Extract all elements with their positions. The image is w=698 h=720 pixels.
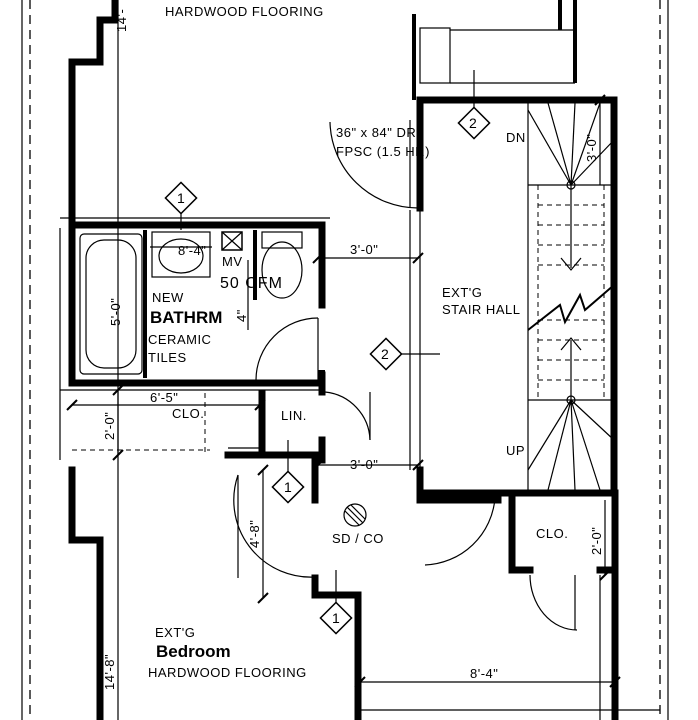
smoke-detector-icon xyxy=(343,503,367,527)
stair-width-dimension: 3'-0" xyxy=(584,134,599,162)
tag-2-hall: 2 xyxy=(381,346,389,362)
bedroom-width-dimension: 8'-4" xyxy=(470,666,498,681)
dimension-lines xyxy=(66,94,621,688)
tub-dimension: 5'-0" xyxy=(108,298,123,326)
tag-2-top: 2 xyxy=(469,115,477,131)
door-offset-dimension: 4'-8" xyxy=(247,520,262,548)
bath-name: BATHRM xyxy=(150,308,222,327)
door-spec-line-2: FPSC (1.5 HR) xyxy=(336,144,430,159)
tag-1-linen: 1 xyxy=(284,479,292,495)
bedroom-name: Bedroom xyxy=(156,642,231,661)
fire-door xyxy=(329,120,419,209)
right-closet-label: CLO. xyxy=(536,526,568,541)
outer-boundary xyxy=(21,0,669,720)
closet-depth-dimension: 2'-0" xyxy=(102,412,117,440)
hall-dimension-upper: 3'-0" xyxy=(350,242,378,257)
right-closet-dimension: 2'-0" xyxy=(589,527,604,555)
bedroom-flooring: HARDWOOD FLOORING xyxy=(148,665,307,680)
closet-width-dimension: 6'-5" xyxy=(150,390,178,405)
smoke-detector-label: SD / CO xyxy=(332,531,384,546)
right-closet xyxy=(360,496,660,720)
bedroom-existing-label: EXT'G xyxy=(155,625,195,640)
section-tags xyxy=(164,70,491,635)
hall-dimension-lower: 3'-0" xyxy=(350,457,378,472)
top-room-walls xyxy=(412,0,618,104)
tag-1-bedroom: 1 xyxy=(332,610,340,626)
bath-finish-line-2: TILES xyxy=(148,350,187,365)
door-spec-line-1: 36" x 84" DR xyxy=(336,125,416,140)
closet-label: CLO. xyxy=(172,406,204,421)
top-left-dimension: 14'- xyxy=(114,9,129,32)
bathroom xyxy=(60,217,330,391)
sink-dimension: 8'-4" xyxy=(178,243,206,258)
stair-up-label: UP xyxy=(506,443,525,458)
bath-finish-line-1: CERAMIC xyxy=(148,332,211,347)
stair-hall-walls xyxy=(409,96,619,497)
stair-hall-line-1: EXT'G xyxy=(442,285,482,300)
stair xyxy=(527,102,615,491)
bath-side-dimension: 4" xyxy=(234,309,249,322)
linen-label: LIN. xyxy=(281,408,307,423)
tag-1-sink: 1 xyxy=(177,190,185,206)
bath-new-label: NEW xyxy=(152,290,184,305)
mv-label: MV xyxy=(222,254,243,269)
bedroom-side-dimension: 14'-8" xyxy=(102,654,117,690)
top-room-flooring: HARDWOOD FLOORING xyxy=(165,4,324,19)
stair-hall-line-2: STAIR HALL xyxy=(442,302,520,317)
bedroom-walls xyxy=(233,458,502,720)
stair-down-label: DN xyxy=(506,130,526,145)
cfm-label: 50 CFM xyxy=(220,275,283,292)
